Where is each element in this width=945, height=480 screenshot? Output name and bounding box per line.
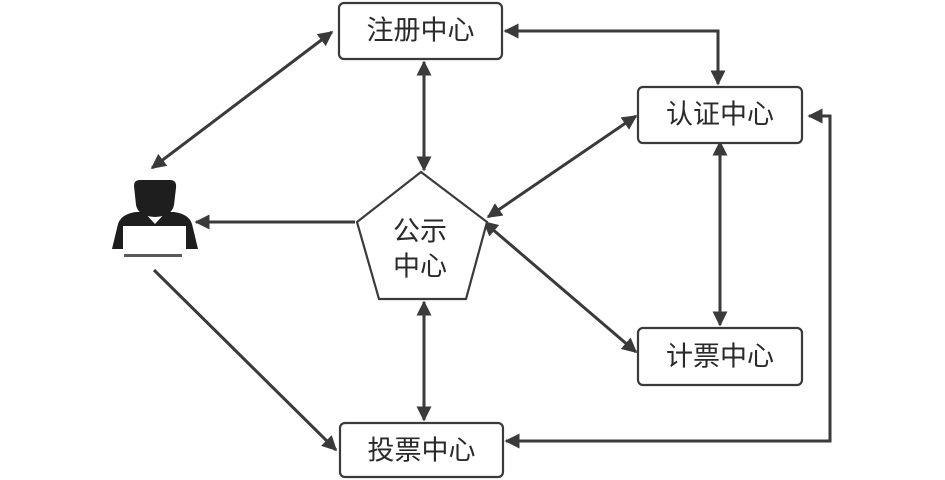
node-voting: 投票中心 — [338, 421, 505, 479]
edge-authentication-publication — [486, 114, 638, 219]
node-registration-label: 注册中心 — [367, 16, 475, 47]
node-publication: 公示 中心 — [355, 170, 489, 301]
user-icon — [112, 180, 198, 257]
edge-authentication-voting — [504, 108, 832, 449]
node-counting: 计票中心 — [636, 326, 804, 387]
node-voting-label: 投票中心 — [368, 436, 476, 467]
edge-counting-publication — [482, 220, 638, 354]
edge-user-voting — [152, 268, 338, 452]
node-counting-label: 计票中心 — [666, 342, 774, 373]
edge-user-registration — [150, 30, 334, 170]
edge-registration-authentication — [503, 23, 726, 86]
node-authentication-label: 认证中心 — [666, 100, 774, 131]
connections — [150, 23, 832, 452]
node-authentication: 认证中心 — [636, 85, 804, 145]
node-registration: 注册中心 — [337, 1, 504, 61]
node-publication-label-line2: 中心 — [393, 252, 447, 283]
node-publication-label-line1: 公示 — [393, 217, 447, 248]
